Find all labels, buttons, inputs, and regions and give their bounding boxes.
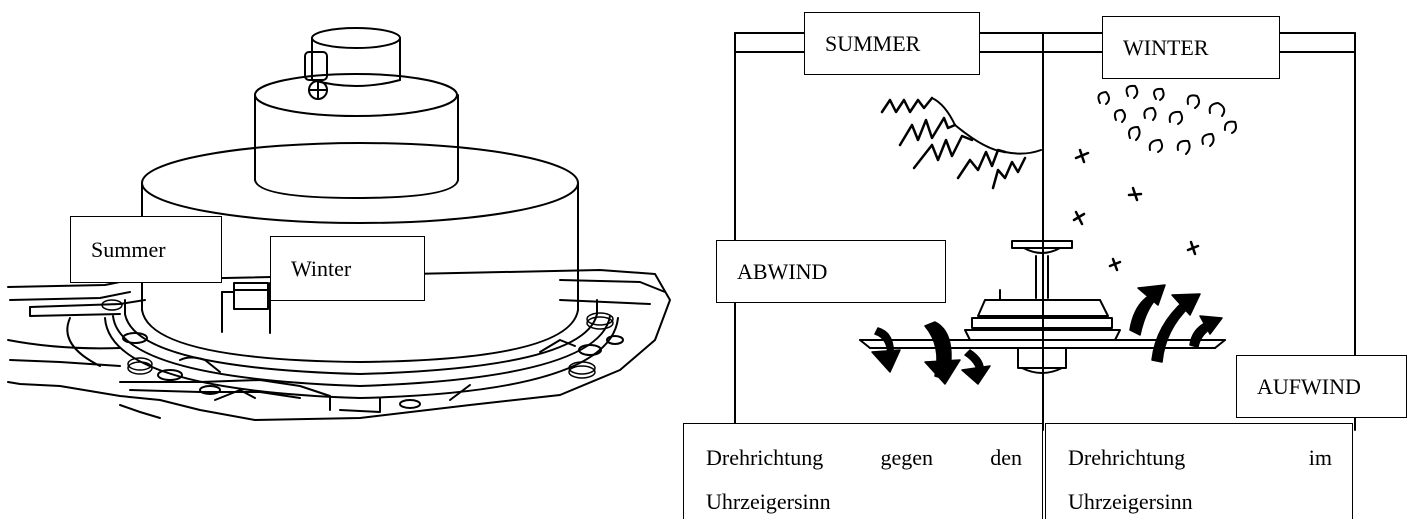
downward-airflow-arrows <box>871 321 991 385</box>
summer-caption: Drehrichtung gegen den Uhrzeigersinn <box>683 423 1043 519</box>
winter-label: Winter <box>270 236 425 301</box>
winter-caption: Drehrichtung im Uhrzeigersinn <box>1045 423 1353 519</box>
winter-header: WINTER <box>1102 16 1280 79</box>
summer-caption-word: gegen <box>880 445 934 470</box>
cloud-icon <box>1097 84 1237 155</box>
summer-header: SUMMER <box>804 12 980 75</box>
snowflake-icons <box>1072 148 1200 272</box>
summer-caption-word: Drehrichtung <box>706 445 824 470</box>
sun-icon <box>880 96 1042 190</box>
summer-caption-word: den <box>990 445 1022 470</box>
abwind-label: ABWIND <box>716 240 946 303</box>
upward-airflow-arrows <box>1129 284 1223 363</box>
fan-motor-illustration <box>7 27 671 421</box>
winter-caption-word: Drehrichtung <box>1068 445 1186 470</box>
aufwind-label: AUFWIND <box>1236 355 1407 418</box>
summer-label: Summer <box>70 216 222 283</box>
winter-caption-line2: Uhrzeigersinn <box>1068 489 1193 514</box>
winter-caption-word: im <box>1308 445 1332 470</box>
summer-caption-line2: Uhrzeigersinn <box>706 489 831 514</box>
